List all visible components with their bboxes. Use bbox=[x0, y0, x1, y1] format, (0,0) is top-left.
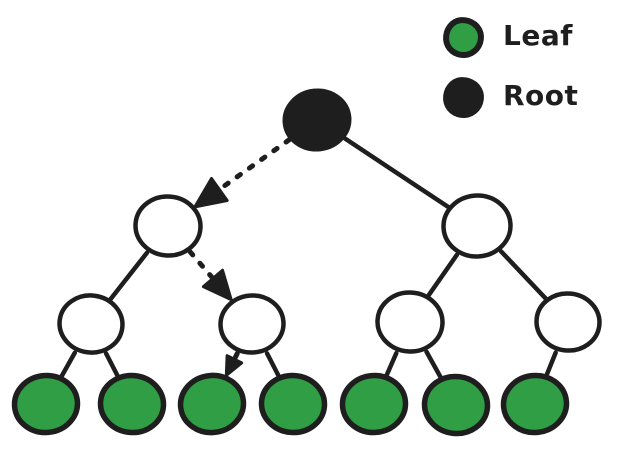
tree-node-leaf bbox=[258, 372, 328, 436]
tree-edge bbox=[426, 252, 460, 298]
traversal-dotted-edge bbox=[218, 137, 292, 191]
tree-node-internal bbox=[534, 291, 602, 353]
tree-node-leaf bbox=[11, 372, 81, 436]
tree-edge bbox=[343, 136, 451, 210]
tree-edge bbox=[544, 350, 558, 377]
tree-edge bbox=[108, 250, 150, 302]
tree-edge bbox=[264, 351, 281, 378]
arrowhead-icon bbox=[224, 354, 244, 377]
tree-node-leaf bbox=[339, 372, 409, 436]
arrowhead-icon bbox=[193, 176, 229, 209]
tree-node-internal bbox=[375, 290, 445, 354]
tree-edge bbox=[498, 249, 549, 302]
tree-node-internal bbox=[57, 293, 125, 355]
tree-node-leaf bbox=[177, 372, 247, 436]
legend-item-leaf: Leaf bbox=[441, 15, 578, 60]
tree-edge bbox=[384, 350, 399, 377]
traversal-dotted-edge bbox=[232, 351, 240, 360]
legend-item-root: Root bbox=[441, 75, 579, 120]
arrowhead-icon bbox=[201, 268, 233, 302]
tree-node-root bbox=[282, 88, 352, 152]
legend: Leaf Root bbox=[441, 15, 579, 120]
legend-label-leaf: Leaf bbox=[503, 18, 573, 52]
tree-node-internal bbox=[218, 293, 286, 355]
leaf-node-swatch-icon bbox=[441, 15, 486, 60]
tree-edge bbox=[424, 349, 443, 380]
traversal-dotted-edge bbox=[187, 249, 215, 280]
tree-node-internal bbox=[441, 193, 513, 259]
tree-node-internal bbox=[133, 194, 203, 258]
root-node-swatch-icon bbox=[441, 75, 486, 120]
tree-edge bbox=[103, 351, 120, 378]
tree-node-leaf bbox=[500, 372, 570, 436]
legend-label-root: Root bbox=[503, 78, 579, 112]
tree-node-leaf bbox=[97, 372, 167, 436]
tree-edge bbox=[59, 350, 78, 379]
tree-node-leaf bbox=[421, 373, 491, 437]
